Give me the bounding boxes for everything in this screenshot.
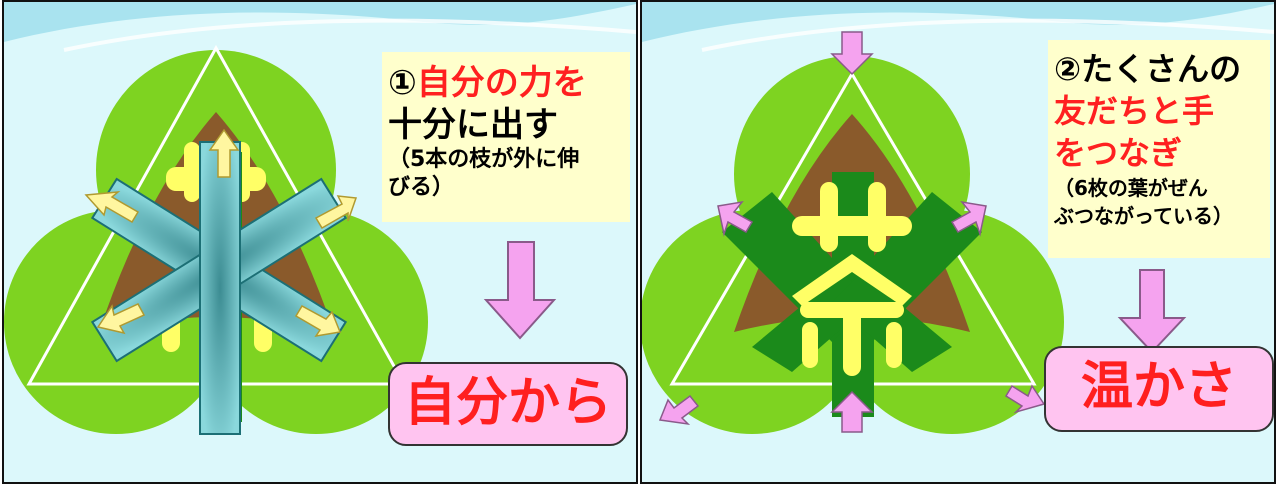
goal-line3: をつなぎ [1054,134,1183,172]
goal-title-black: 十分に出す [388,105,558,145]
goal-text-box: ①自分の力を 十分に出す （5本の枝が外に伸 びる） [382,52,630,222]
panel-self-power: ①自分の力を 十分に出す （5本の枝が外に伸 びる） 自分から [2,0,638,484]
goal-note-line1: （5本の枝が外に伸 [388,147,580,172]
tea-character [792,182,912,376]
five-branches [90,141,348,435]
goal-text-box-2: ②たくさんの 友だちと手 をつなぎ （6枚の葉がぜん ぶつながっている） [1048,40,1270,258]
down-arrow-icon [483,241,557,340]
goal-note-line1-2: （6枚の葉がぜん [1054,176,1208,200]
goal-note-line2-2: ぶつながっている） [1054,204,1233,228]
goal-note-line2: びる） [388,175,455,200]
inward-arrows [658,31,1046,433]
result-box-2: 温かさ [1044,346,1274,432]
panel-friends: ②たくさんの 友だちと手 をつなぎ （6枚の葉がぜん ぶつながっている） 温かさ [640,0,1276,484]
down-arrow-icon-2 [1117,269,1187,354]
item-number: ① [388,63,417,103]
goal-line2: 友だちと手 [1054,92,1215,130]
goal-title-red: 自分の力を [416,63,587,103]
result-box: 自分から [388,362,628,446]
outward-arrows [84,128,358,338]
goal-line1: ②たくさんの [1054,50,1242,88]
